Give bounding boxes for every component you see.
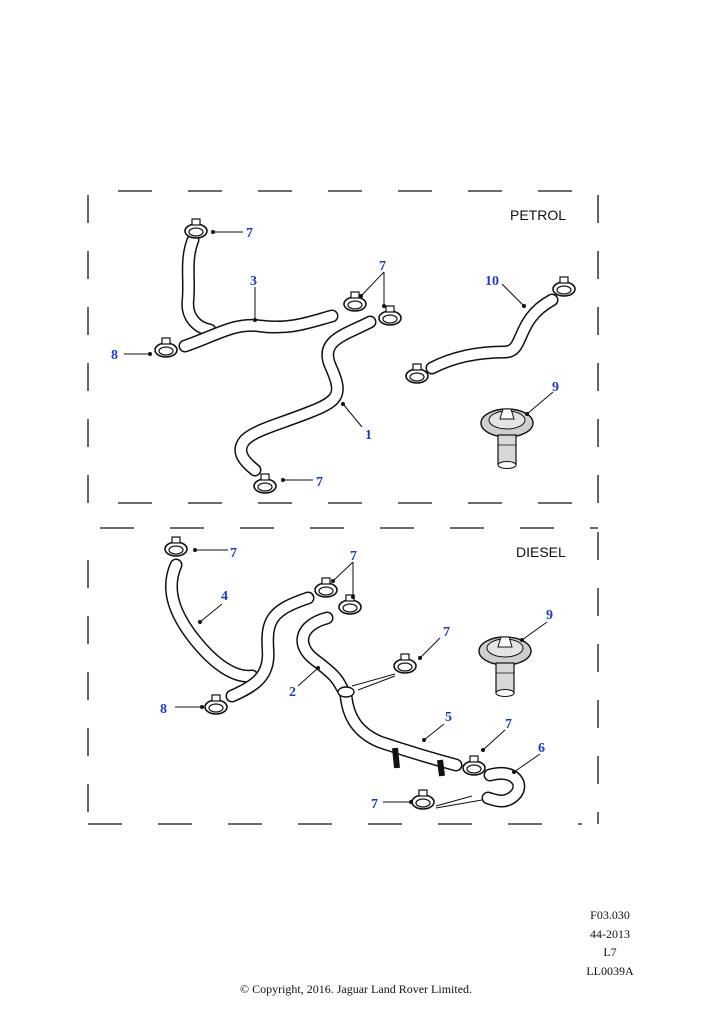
callout-8: 8 [160,702,167,717]
callout-7: 7 [230,546,237,561]
reference-block: F03.030 44-2013 L7 LL0039A [580,906,640,980]
callout-7: 7 [371,797,378,812]
petrol-hose-3 [178,233,339,353]
copyright-notice: © Copyright, 2016. Jaguar Land Rover Lim… [239,982,473,996]
clamp-icon [462,755,486,776]
callout-10: 10 [485,274,499,289]
callout-6: 6 [538,741,545,756]
petrol-leaders [124,230,554,482]
callout-7: 7 [505,717,512,732]
callout-7: 7 [316,475,323,490]
diesel-thermostat [478,636,532,698]
diesel-hose-2 [296,611,349,695]
petrol-hose-1 [234,315,377,477]
ref-code: L7 [603,945,617,959]
clamp-icon [552,276,576,297]
clamp-icon [405,363,429,384]
diesel-frame [87,527,599,825]
callout-4: 4 [221,589,228,604]
callout-7: 7 [379,259,386,274]
callout-7: 7 [350,549,357,564]
callout-7: 7 [443,625,450,640]
callout-3: 3 [250,274,257,289]
clamp-icon [204,694,228,715]
callout-8: 8 [111,348,118,363]
diesel-pipe-5 [337,686,463,777]
clamp-icon [154,337,178,358]
clamp-icon [411,789,435,810]
clamp-icon [253,473,277,494]
callout-7: 7 [246,226,253,241]
diesel-hose-6 [481,766,526,808]
clamp-icon [164,536,188,557]
petrol-thermostat [480,408,534,470]
petrol-label: PETROL [510,207,566,223]
callout-9: 9 [552,380,559,395]
petrol-frame [87,190,599,504]
callout-1: 1 [365,428,372,443]
ref-section: F03.030 [590,908,630,922]
callout-2: 2 [289,685,296,700]
diesel-hose-4 [164,558,315,703]
petrol-hose-10 [425,293,559,375]
clamp-icon [338,594,362,615]
callout-5: 5 [445,710,452,725]
clamp-icon [184,218,208,239]
diesel-leaders [175,548,548,809]
ref-illustration-id: LL0039A [586,963,634,978]
ref-date: 44-2013 [590,926,630,941]
clamp-icon [393,653,417,674]
clamp-icon [378,305,402,326]
diesel-label: DIESEL [516,544,566,560]
callout-9: 9 [546,608,553,623]
